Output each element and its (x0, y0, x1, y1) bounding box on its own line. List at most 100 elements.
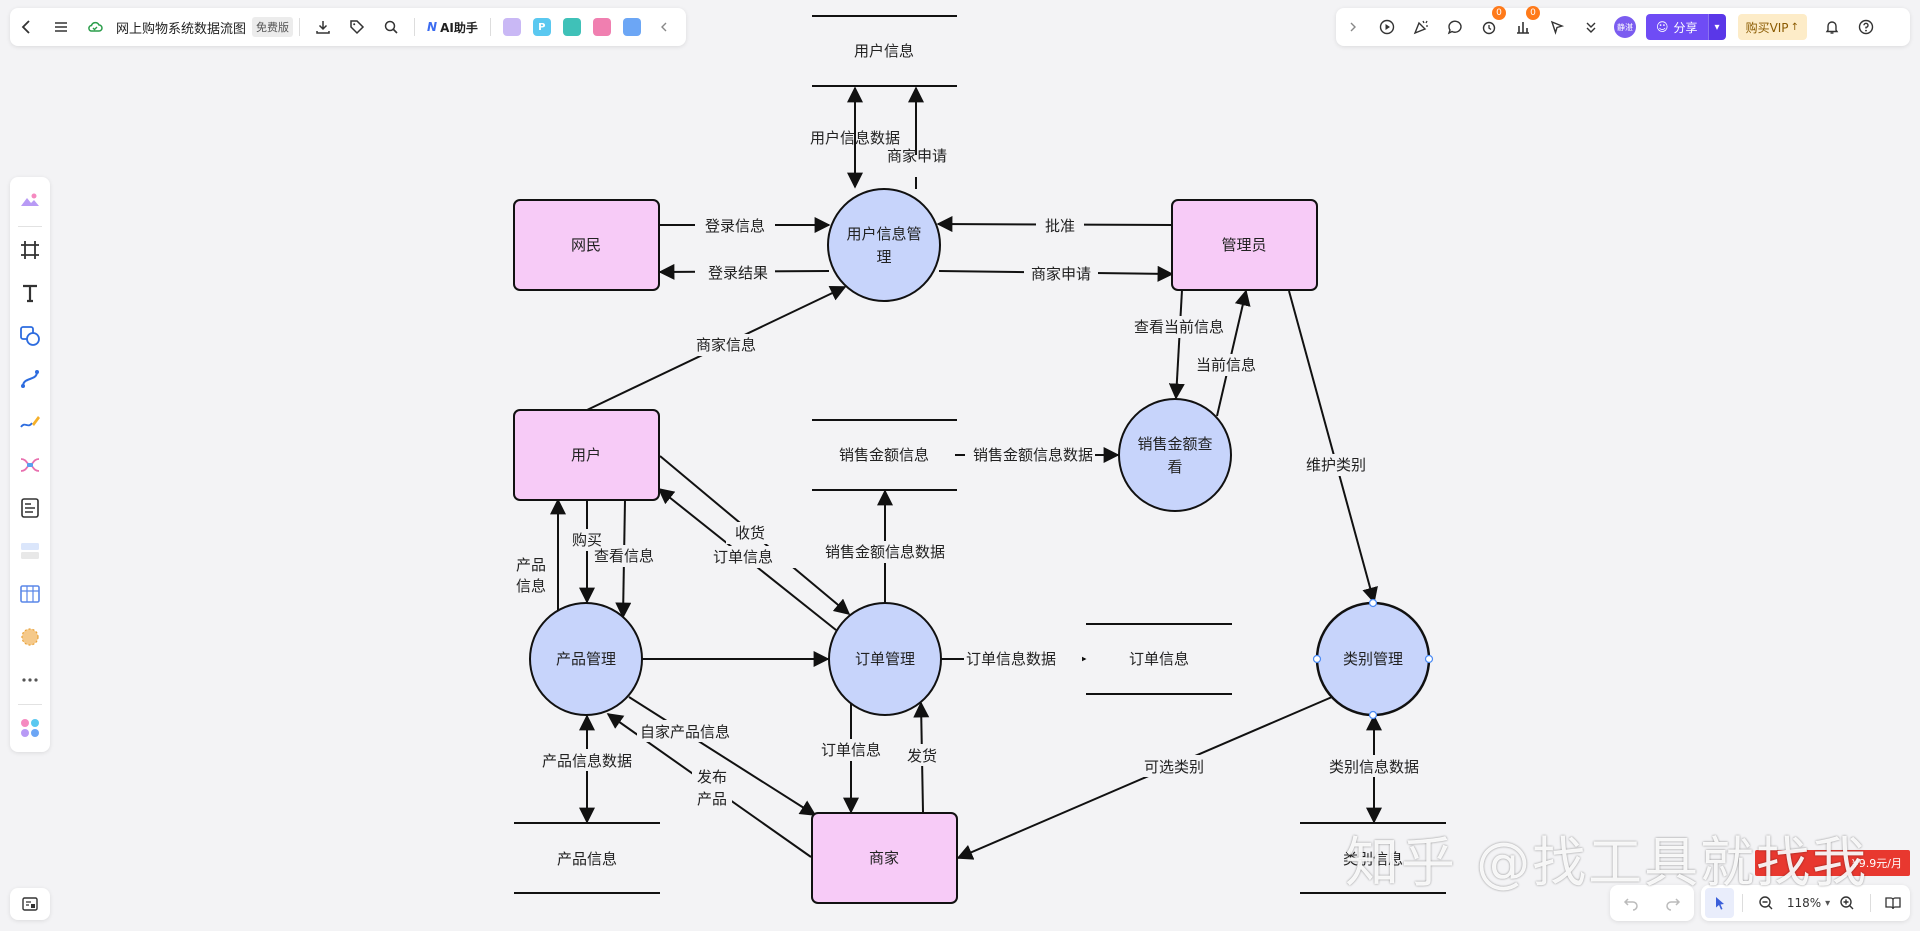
table-icon[interactable] (15, 579, 45, 609)
entity-merchant[interactable] (811, 812, 958, 904)
collapse-left-icon[interactable] (649, 12, 679, 42)
document-title[interactable]: 网上购物系统数据流图 (116, 21, 247, 37)
watermark-text: 知乎 @找工具就找我 (1345, 831, 1869, 894)
play-icon[interactable] (1372, 12, 1402, 42)
expand-right-icon[interactable] (1338, 12, 1368, 42)
timer-notification-badge: 0 (1492, 6, 1506, 20)
timer-icon[interactable]: 0 (1474, 6, 1506, 42)
label-current-info: 当前信息 (1196, 356, 1256, 374)
zoom-chevron-down-icon[interactable]: ▾ (1825, 897, 1831, 909)
more-horizontal-icon[interactable] (15, 665, 45, 695)
label-publish-2: 产品 (697, 790, 727, 808)
menu-icon[interactable] (46, 12, 76, 42)
label-merchant-info: 商家信息 (696, 336, 756, 354)
share-button[interactable]: ☺分享 ▾ (1646, 14, 1726, 40)
ai-logo-icon: N (427, 20, 438, 34)
select-pointer-icon[interactable] (1705, 888, 1735, 918)
label-login-info: 登录信息 (705, 217, 765, 235)
topbar-right: 0 0 静湛 ☺分享 ▾ 购买VIP↑ (1336, 6, 1910, 46)
processes (529, 188, 1434, 720)
book-icon[interactable] (1879, 888, 1908, 918)
flow-view-current-line[interactable] (1168, 289, 1185, 400)
buy-vip-label: 购买VIP (1745, 20, 1789, 35)
store-sales-info: 销售金额信息 (839, 446, 929, 464)
sticky-note-icon[interactable] (15, 493, 45, 523)
entity-merchant-label: 商家 (869, 849, 899, 867)
download-icon[interactable] (308, 12, 338, 42)
divider (18, 704, 42, 705)
laser-pointer-icon[interactable] (1542, 12, 1572, 42)
zoom-panel: 118% ▾ (1701, 885, 1910, 921)
undo-icon[interactable] (1616, 888, 1646, 918)
process-order[interactable] (828, 602, 942, 716)
flow-labels: 用户信息数据 商家申请 登录信息 登录结果 批准 商家申请 商家信息 查看当前信… (516, 129, 1419, 808)
label-merchant-apply: 商家申请 (1031, 265, 1091, 283)
pen-icon[interactable] (15, 407, 45, 437)
entity-wangmin-label: 网民 (571, 236, 601, 254)
bell-icon[interactable] (1817, 12, 1847, 42)
image-app-icon[interactable] (502, 18, 521, 36)
process-user-mgmt[interactable] (827, 188, 941, 302)
ppt-app-icon[interactable]: P (532, 18, 551, 36)
process-sales[interactable] (1118, 398, 1232, 512)
label-product-info-2: 信息 (516, 577, 546, 595)
process-category-label: 类别管理 (1343, 650, 1403, 668)
entity-admin-label: 管理员 (1221, 236, 1266, 254)
flow-own-product-info-line[interactable] (628, 696, 817, 816)
flow-app-icon[interactable] (592, 18, 611, 36)
celebrate-icon[interactable] (1406, 12, 1436, 42)
vote-notification-badge: 0 (1526, 6, 1540, 20)
minimap-icon (22, 897, 38, 911)
search-icon[interactable] (376, 12, 406, 42)
arrow-up-icon: ↑ (1790, 21, 1799, 33)
flow-optional-category-line[interactable] (956, 696, 1333, 860)
buy-vip-button[interactable]: 购买VIP↑ (1737, 14, 1807, 40)
list-card-icon[interactable] (15, 536, 45, 566)
zoom-in-icon[interactable] (1832, 888, 1861, 918)
selection-handles[interactable] (1312, 598, 1434, 720)
process-user-mgmt-label-2: 理 (876, 248, 891, 266)
more-down-icon[interactable] (1576, 12, 1606, 42)
zoom-out-icon[interactable] (1751, 888, 1780, 918)
template-icon[interactable] (15, 187, 45, 217)
share-label[interactable]: ☺分享 (1646, 14, 1708, 40)
zoom-level[interactable]: 118% (1786, 896, 1822, 910)
entity-user[interactable] (513, 409, 660, 501)
shape-icon[interactable] (15, 321, 45, 351)
label-login-result: 登录结果 (708, 264, 768, 282)
help-icon[interactable] (1851, 12, 1881, 42)
frame-icon[interactable] (15, 235, 45, 265)
process-product[interactable] (529, 602, 643, 716)
entity-user-label: 用户 (571, 446, 601, 464)
entity-wangmin[interactable] (513, 199, 660, 291)
apps-icon[interactable] (15, 713, 45, 743)
text-icon[interactable] (15, 278, 45, 308)
chevron-down-icon[interactable]: ▾ (1707, 14, 1726, 40)
mindmap-icon[interactable] (15, 450, 45, 480)
back-icon[interactable] (12, 12, 42, 42)
plan-badge: 免费版 (252, 17, 294, 37)
board-app-icon[interactable] (622, 18, 641, 36)
minimap-button[interactable] (10, 888, 50, 920)
flow-current-info-line[interactable] (1216, 289, 1251, 417)
sticker-icon[interactable] (15, 622, 45, 652)
label-merchant-apply-top: 商家申请 (887, 147, 947, 165)
ai-assistant-button[interactable]: N AI助手 (427, 19, 478, 36)
redo-icon[interactable] (1658, 888, 1688, 918)
label-order-info-data: 订单信息数据 (966, 650, 1056, 668)
comment-icon[interactable] (1440, 12, 1470, 42)
vote-icon[interactable]: 0 (1508, 6, 1540, 42)
divider (414, 18, 416, 36)
avatar[interactable]: 静湛 (1614, 16, 1636, 38)
mindmap-app-icon[interactable] (562, 18, 581, 36)
left-toolbar (10, 177, 50, 752)
connector-icon[interactable] (15, 364, 45, 394)
promo-banner[interactable]: ¥9.9元/月 (1755, 850, 1910, 876)
ai-assistant-label: AI助手 (440, 20, 478, 35)
process-product-label: 产品管理 (556, 650, 616, 668)
flow-maintain-category-line[interactable] (1288, 290, 1378, 604)
entity-admin[interactable] (1171, 199, 1318, 291)
node-labels: 用户信息 网民 用户信息管 理 管理员 用户 销售金额信息 销售金额查 看 产品… (556, 42, 1403, 868)
tag-icon[interactable] (342, 12, 372, 42)
